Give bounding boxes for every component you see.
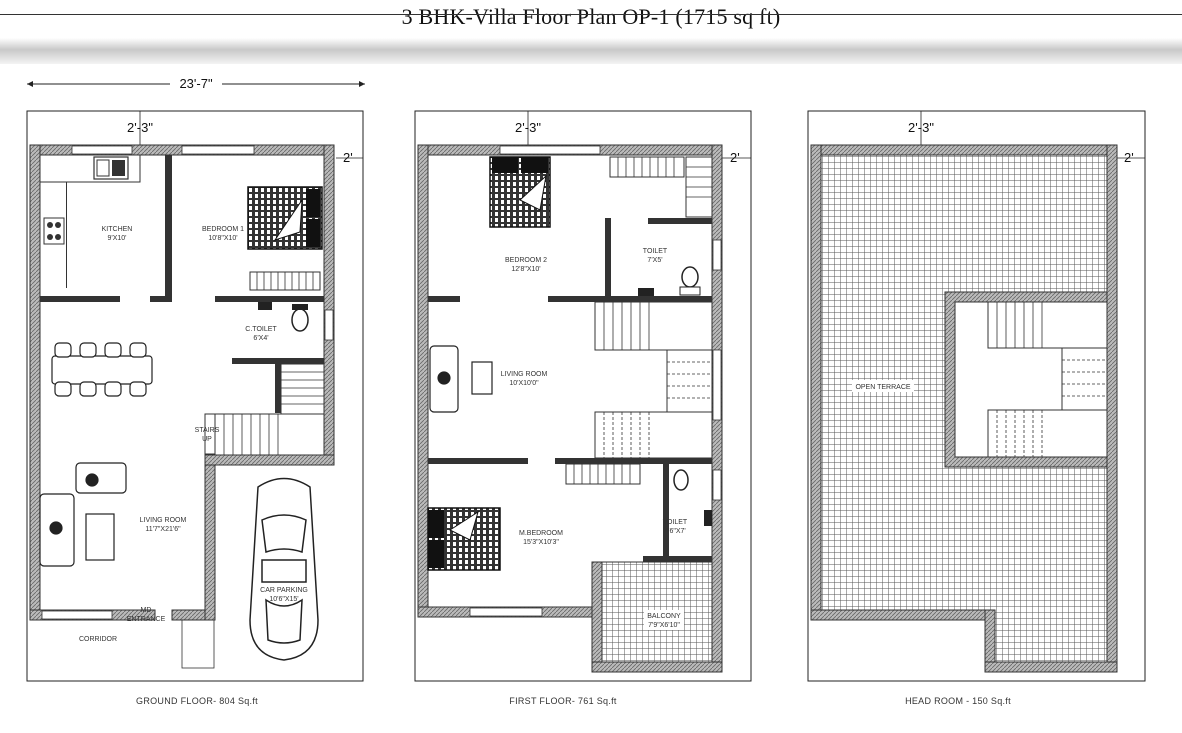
- gf-kitchen-label: KITCHEN: [102, 226, 133, 233]
- gf-entrance-label: MD: [141, 607, 152, 614]
- ff-balcony-label: BALCONY: [647, 613, 681, 620]
- ff-setback-side: 2': [730, 150, 740, 165]
- ff-living-size: 10'X10'0": [509, 380, 539, 387]
- header-shadow-band: [0, 38, 1182, 64]
- gf-corridor-label: CORRIDOR: [79, 636, 117, 643]
- gf-toilet-icon: [258, 302, 309, 332]
- ff-stairs: [594, 301, 713, 459]
- ff-toilet1-icon: [638, 266, 701, 296]
- gf-bedroom1-size: 10'8"X10': [208, 235, 237, 242]
- ff-master-bed-icon: [427, 507, 501, 571]
- ground-floor-plan: 23'-7" 23'-7" 2'-3" 2': [26, 76, 365, 706]
- hr-caption: HEAD ROOM - 150 Sq.ft: [905, 696, 1011, 706]
- hr-setback-top: 2'-3": [908, 120, 934, 135]
- hr-stairs: [987, 301, 1108, 458]
- hr-terrace-label: OPEN TERRACE: [855, 384, 910, 391]
- ff-toilet1-label: TOILET: [643, 248, 668, 255]
- title-rule: [0, 14, 1182, 15]
- ff-bedroom2-size: 12'8"X10': [511, 266, 540, 273]
- ff-toilet1-size: 7'X5': [647, 257, 662, 264]
- gf-stairs: [204, 363, 325, 456]
- ff-toilet2-icon: [673, 469, 712, 526]
- gf-sofa-icon: [39, 462, 127, 567]
- ff-balcony-size: 7'9"X6'10": [648, 622, 680, 629]
- gf-stairs-label: STAIRS: [195, 427, 220, 434]
- head-room-plan: 2'-3" 2': [807, 110, 1146, 706]
- gf-dining-table-icon: [51, 342, 153, 397]
- gf-entrance-sub: ENTRANCE: [127, 616, 166, 623]
- gf-living-size: 11'7"X21'6": [145, 526, 181, 533]
- gf-ctoilet-label: C.TOILET: [245, 326, 277, 333]
- ff-setback-top: 2'-3": [515, 120, 541, 135]
- gf-stove-icon: [43, 217, 65, 245]
- gf-setback-side: 2': [343, 150, 353, 165]
- gf-parking-label: CAR PARKING: [260, 587, 308, 594]
- gf-setback-top: 2'-3": [127, 120, 153, 135]
- gf-car-icon: [249, 477, 319, 661]
- page-title: 3 BHK-Villa Floor Plan OP-1 (1715 sq ft): [401, 4, 781, 29]
- gf-living-label: LIVING ROOM: [140, 517, 187, 524]
- ff-mbedroom-label: M.BEDROOM: [519, 530, 563, 537]
- gf-caption: GROUND FLOOR- 804 Sq.ft: [136, 696, 258, 706]
- gf-overall-width-label: 23'-7": [179, 76, 213, 91]
- gf-bed-icon: [247, 186, 323, 250]
- ff-bedroom2-label: BEDROOM 2: [505, 257, 547, 264]
- gf-parking-size: 10'6"X15': [269, 596, 298, 603]
- gf-bedroom1-label: BEDROOM 1: [202, 226, 244, 233]
- ff-bed2-icon: [489, 156, 551, 228]
- hr-setback-side: 2': [1124, 150, 1134, 165]
- first-floor-plan: 2'-3" 2': [414, 110, 752, 706]
- gf-ctoilet-size: 6'X4': [253, 335, 268, 342]
- ff-toilet2-label: TOILET: [663, 519, 688, 526]
- gf-stairs-dir: UP: [202, 436, 212, 443]
- ff-mbedroom-size: 15'3"X10'3": [523, 539, 559, 546]
- ff-caption: FIRST FLOOR- 761 Sq.ft: [509, 696, 617, 706]
- ff-toilet2-size: 4'6"X7': [664, 528, 686, 535]
- gf-kitchen-size: 9'X10': [107, 235, 126, 242]
- ff-living-label: LIVING ROOM: [501, 371, 548, 378]
- ff-sofa-icon: [429, 345, 493, 413]
